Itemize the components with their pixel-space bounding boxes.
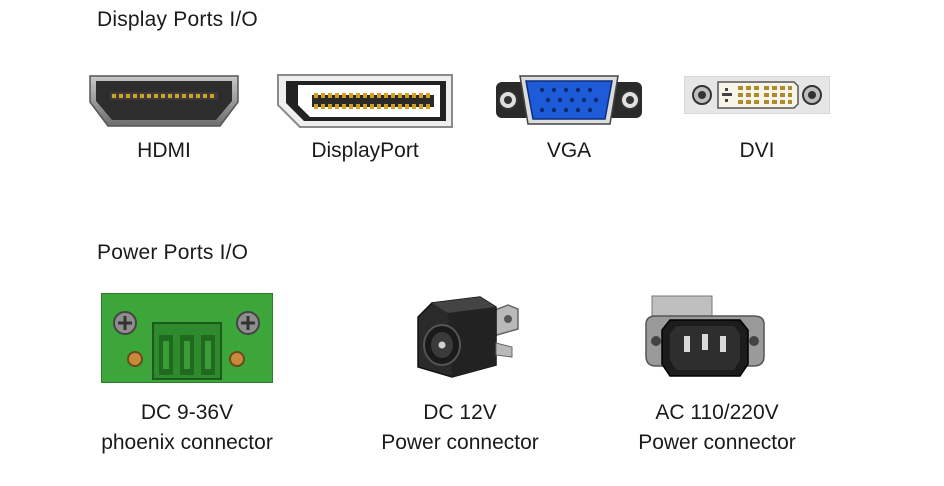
phoenix-type: phoenix connector <box>101 431 273 454</box>
dvi-port-icon <box>684 76 830 114</box>
ac-inlet-voltage: AC 110/220V <box>655 401 779 424</box>
displayport-label: DisplayPort <box>311 139 419 162</box>
phoenix-voltage: DC 9-36V <box>140 401 234 424</box>
dc-jack-label: DC 12V Power connector <box>360 398 560 458</box>
display-ports-heading: Display Ports I/O <box>97 8 258 31</box>
phoenix-connector-icon <box>101 293 273 383</box>
hdmi-port-icon <box>89 75 239 127</box>
vga-port-icon <box>496 75 642 125</box>
ac-inlet-label: AC 110/220V Power connector <box>612 398 822 458</box>
dc-jack-icon <box>417 296 519 378</box>
vga-label: VGA <box>546 139 592 162</box>
power-ports-heading: Power Ports I/O <box>97 241 249 264</box>
dc-jack-type: Power connector <box>381 431 539 454</box>
dvi-label: DVI <box>739 139 775 162</box>
ac-inlet-type: Power connector <box>638 431 796 454</box>
phoenix-connector-label: DC 9-36V phoenix connector <box>79 398 295 458</box>
hdmi-label: HDMI <box>137 139 191 162</box>
ac-inlet-icon <box>645 295 765 377</box>
dc-jack-voltage: DC 12V <box>423 401 497 424</box>
displayport-port-icon <box>277 74 453 128</box>
